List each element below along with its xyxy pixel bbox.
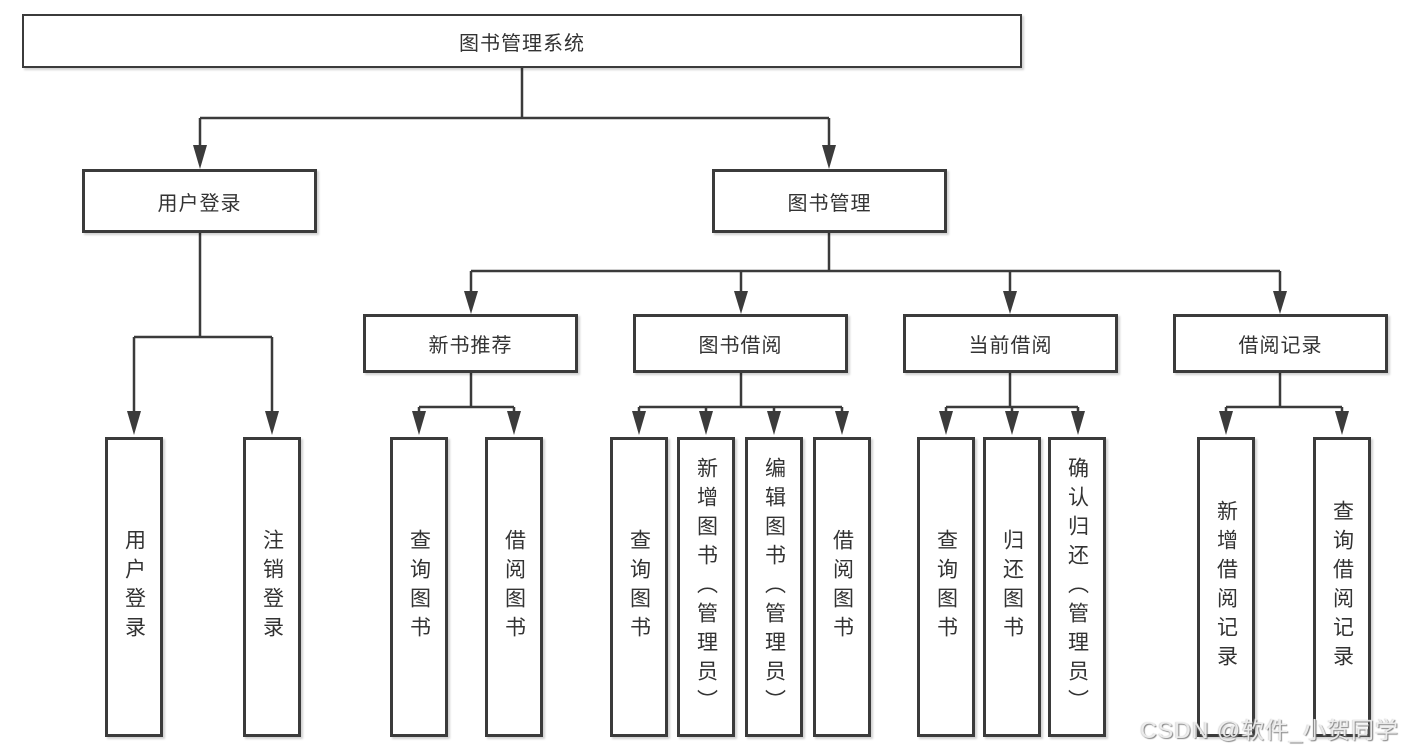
branch-root [193, 68, 836, 169]
branch-current-borrowing [939, 373, 1085, 435]
node-current-borrowing: 当前借阅 [903, 314, 1118, 373]
node-book-management: 图书管理 [712, 169, 947, 233]
node-book-borrowing: 图书借阅 [633, 314, 848, 373]
leaf-borrowing-borrow-books: 借阅图书 [813, 437, 871, 737]
leaf-recommend-borrow-books: 借阅图书 [485, 437, 543, 737]
branch-user-login [127, 233, 279, 435]
node-borrow-records: 借阅记录 [1173, 314, 1388, 373]
leaf-records-add-borrow-record: 新增借阅记录 [1197, 437, 1255, 737]
branch-book-borrowing [632, 373, 849, 435]
node-new-book-recommend: 新书推荐 [363, 314, 578, 373]
leaf-user-login: 用户登录 [105, 437, 163, 737]
leaf-records-query-borrow-record: 查询借阅记录 [1313, 437, 1371, 737]
leaf-borrowing-add-books-admin: 新增图书（管理员） [677, 437, 735, 737]
leaf-current-confirm-return-admin: 确认归还（管理员） [1048, 437, 1106, 737]
leaf-recommend-query-books: 查询图书 [390, 437, 448, 737]
csdn-watermark: CSDN @软件_小贺同学 [1140, 717, 1399, 743]
leaf-current-query-books: 查询图书 [917, 437, 975, 737]
branch-borrow-records [1219, 373, 1349, 435]
leaf-current-return-books: 归还图书 [983, 437, 1041, 737]
leaf-logout-login: 注销登录 [243, 437, 301, 737]
node-user-login: 用户登录 [82, 169, 317, 233]
branch-new-book-recommend [412, 373, 521, 435]
branch-book-management [464, 233, 1287, 314]
leaf-borrowing-edit-books-admin: 编辑图书（管理员） [745, 437, 803, 737]
node-library-management-system: 图书管理系统 [22, 14, 1022, 68]
leaf-borrowing-query-books: 查询图书 [610, 437, 668, 737]
